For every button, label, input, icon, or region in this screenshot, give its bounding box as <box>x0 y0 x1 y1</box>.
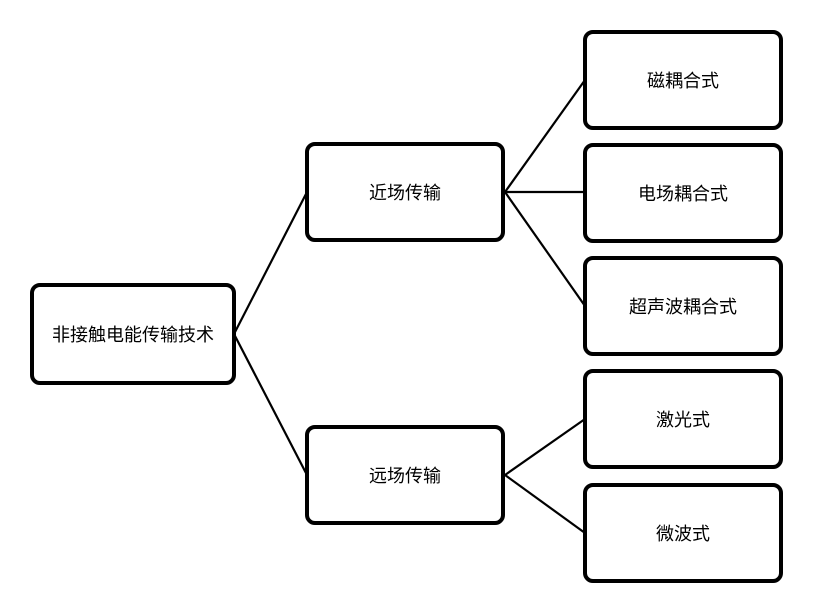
node-far-field-label: 远场传输 <box>369 466 441 487</box>
node-electric-field-coupling-label: 电场耦合式 <box>638 184 728 205</box>
node-microwave-label: 微波式 <box>656 524 710 545</box>
edge-root-near <box>233 191 308 335</box>
node-magnetic-coupling: 磁耦合式 <box>583 30 783 130</box>
node-laser-label: 激光式 <box>656 410 710 431</box>
edge-far-micro <box>504 474 586 534</box>
node-root-label: 非接触电能传输技术 <box>52 325 214 346</box>
edge-root-far <box>233 333 308 476</box>
node-far-field: 远场传输 <box>305 425 505 525</box>
node-magnetic-coupling-label: 磁耦合式 <box>647 71 719 92</box>
node-ultrasonic-coupling-label: 超声波耦合式 <box>629 297 737 318</box>
edge-far-laser <box>504 418 586 476</box>
node-ultrasonic-coupling: 超声波耦合式 <box>583 256 783 356</box>
node-root: 非接触电能传输技术 <box>30 283 236 385</box>
node-near-field: 近场传输 <box>305 142 505 242</box>
node-laser: 激光式 <box>583 369 783 469</box>
edge-near-mag <box>504 79 586 193</box>
node-electric-field-coupling: 电场耦合式 <box>583 143 783 243</box>
node-near-field-label: 近场传输 <box>369 183 441 204</box>
node-microwave: 微波式 <box>583 483 783 583</box>
edge-near-ultra <box>504 191 586 307</box>
